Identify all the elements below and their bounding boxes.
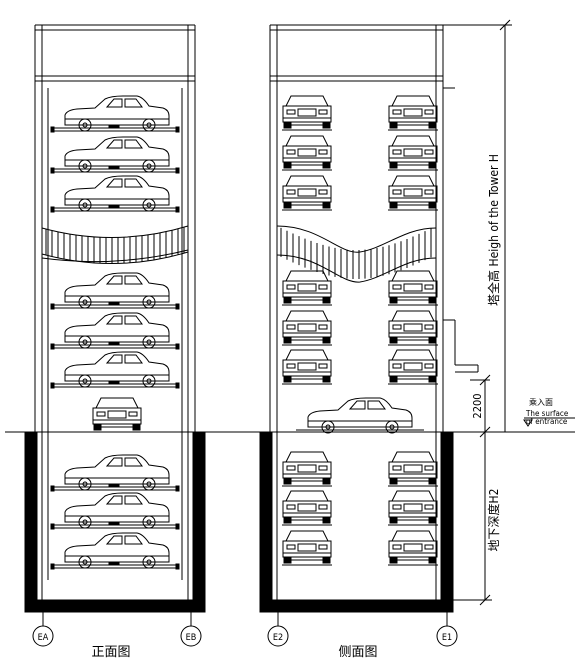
- entrance-label-en-1: The surface: [525, 409, 569, 418]
- car: [282, 270, 332, 304]
- axis-label-eb: EB: [186, 633, 197, 643]
- car: [388, 310, 438, 344]
- car: [388, 175, 438, 209]
- break-band: [276, 225, 437, 283]
- side-view: [259, 24, 479, 647]
- dimension-lines: [443, 19, 533, 606]
- axis-label-e1: E1: [442, 633, 452, 643]
- tower-height-label: 塔全高 Heigh of the Tower H: [486, 154, 501, 306]
- car: [282, 135, 332, 169]
- pit-wall: [440, 431, 454, 613]
- entrance-height-label: 2200: [471, 393, 484, 418]
- axis-label-ea: EA: [38, 633, 49, 643]
- car: [388, 349, 438, 383]
- car: [388, 270, 438, 304]
- pit-floor: [259, 599, 454, 613]
- break-band: [41, 225, 189, 265]
- car: [388, 95, 438, 129]
- car: [282, 530, 332, 564]
- entrance-label-en-2: of entrance: [526, 417, 568, 426]
- car: [282, 310, 332, 344]
- car: [388, 135, 438, 169]
- front-view-caption: 正面图: [91, 645, 130, 660]
- car: [282, 451, 332, 485]
- pit-wall: [192, 431, 206, 613]
- pit-floor: [24, 599, 206, 613]
- side-view-caption: 侧面图: [338, 645, 377, 660]
- car: [92, 397, 142, 431]
- car: [388, 451, 438, 485]
- pit-wall: [24, 431, 38, 613]
- car: [388, 490, 438, 524]
- car: [282, 490, 332, 524]
- front-view: [24, 24, 206, 647]
- car: [282, 175, 332, 209]
- car: [307, 397, 413, 434]
- car: [282, 349, 332, 383]
- car: [388, 530, 438, 564]
- pit-wall: [259, 431, 273, 613]
- entrance-label-cn: 乘入面: [529, 397, 553, 407]
- axis-label-e2: E2: [273, 633, 283, 643]
- underground-depth-label: 地下深度H2: [486, 489, 501, 552]
- car: [282, 95, 332, 129]
